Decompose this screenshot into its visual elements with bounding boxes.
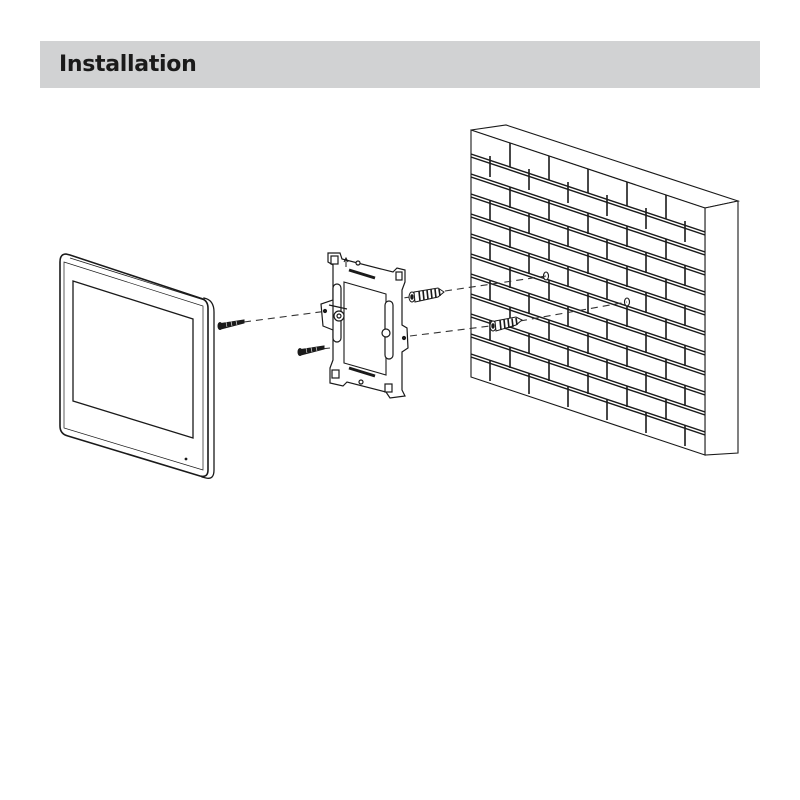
mounting-bracket-icon bbox=[320, 252, 409, 399]
wall-plug-icon bbox=[408, 287, 445, 303]
screw-icon bbox=[297, 345, 325, 356]
screw-icon bbox=[217, 319, 245, 330]
section-title: Installation bbox=[59, 52, 197, 77]
section-header: Installation bbox=[40, 41, 760, 88]
indoor-monitor-icon bbox=[59, 253, 215, 479]
wall-plug-icon bbox=[489, 316, 523, 332]
brick-wall-icon bbox=[470, 124, 741, 456]
